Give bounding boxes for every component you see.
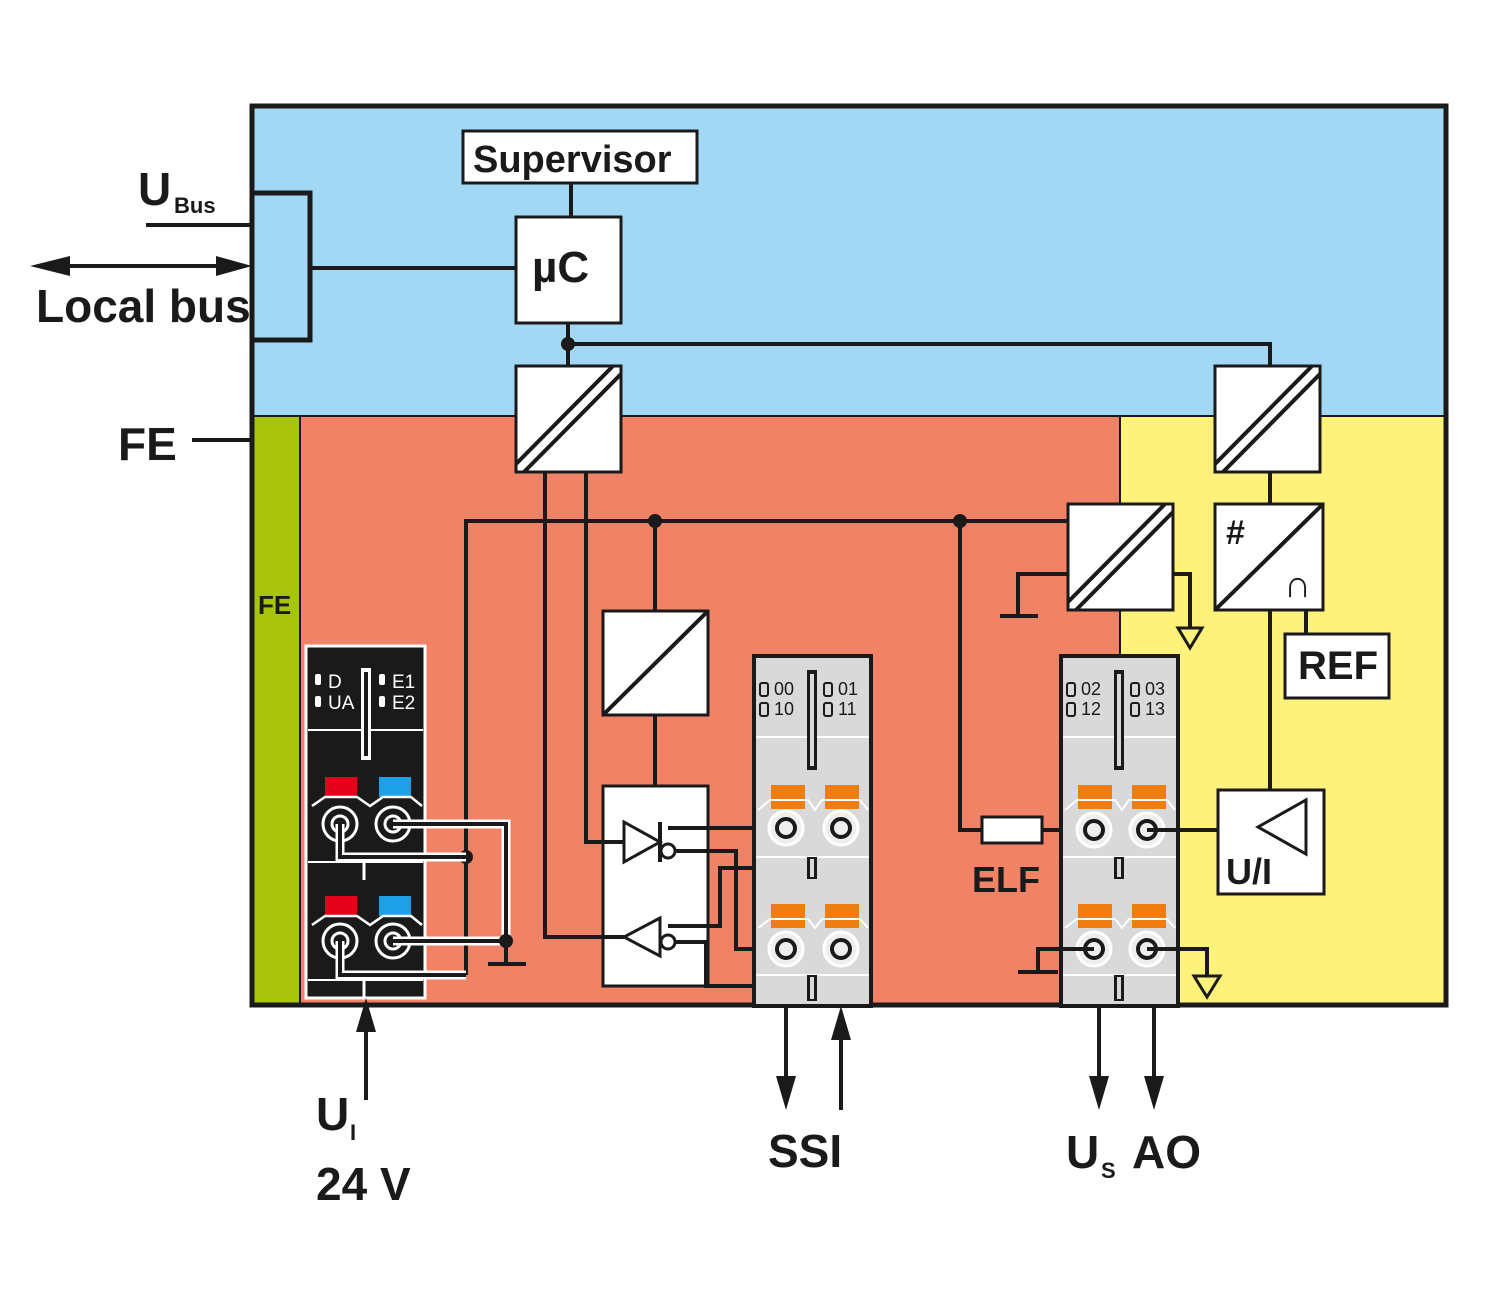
ao-label: AO [1132,1126,1201,1178]
ssi-label: SSI [768,1125,842,1177]
blue-marker-bottom [379,896,411,916]
blue-marker-top [379,777,411,797]
microcontroller-label: µC [532,243,589,292]
elf-fuse [980,815,1044,845]
led-ua-label: UA [328,693,355,714]
ref-box [1283,632,1391,700]
isolator-logic [514,364,623,474]
ao-terminal-12: 12 [1081,699,1101,719]
fe-strip-label: FE [258,590,291,620]
terminal-block-ssi: 00 10 01 11 [752,654,873,1008]
ssi-transceiver [601,784,710,988]
ui-label: U [316,1088,349,1140]
ssi-out-arrow [776,1076,796,1110]
power-connector: D UA E1 E2 [304,644,511,1000]
ao-out-arrow [1144,1076,1164,1110]
supply-voltage-label: 24 V [316,1158,411,1210]
ssi-in-arrow [831,1006,851,1040]
ao-terminal-02: 02 [1081,679,1101,699]
ssi-terminal-10: 10 [774,699,794,719]
local-bus-arrow-right [216,256,252,276]
supervisor-box [461,129,699,185]
fe-label: FE [118,418,177,470]
red-marker-top [325,777,357,797]
us-label: U [1066,1126,1099,1178]
ubus-label: U [138,163,171,215]
led-e1-label: E1 [392,672,415,693]
local-bus-label: Local bus [36,280,251,332]
us-out-arrow [1089,1076,1109,1110]
ssi-receiver [620,915,662,959]
local-bus-arrow-left [30,256,70,276]
isolator-analog [1213,364,1322,474]
ssi-terminal-11: 11 [838,699,857,719]
us-subscript: S [1101,1158,1116,1183]
ref-label: REF [1298,644,1378,688]
red-marker-bottom [325,896,357,916]
analog-ground-bottom [1191,974,1223,1000]
ssi-terminal-01: 01 [838,679,858,699]
fe-strip [252,416,300,1005]
ssi-terminal-00: 00 [774,679,794,699]
led-d-label: D [328,672,342,693]
digital-symbol: # [1226,514,1245,552]
ubus-subscript: Bus [174,193,216,218]
supervisor-label: Supervisor [473,139,672,181]
led-e2-label: E2 [392,693,415,714]
ui-subscript: I [350,1120,356,1145]
ao-terminal-03: 03 [1145,679,1165,699]
ao-terminal-13: 13 [1145,699,1165,719]
dc-converter-analog [1066,502,1175,612]
ui-arrow [356,998,376,1032]
elf-label: ELF [972,859,1040,900]
analog-ground-top [1175,626,1205,651]
microcontroller-box [514,215,623,325]
ui-converter-label: U/I [1226,851,1272,892]
analog-symbol: ∩ [1284,564,1311,606]
bus-zone [252,106,1446,416]
